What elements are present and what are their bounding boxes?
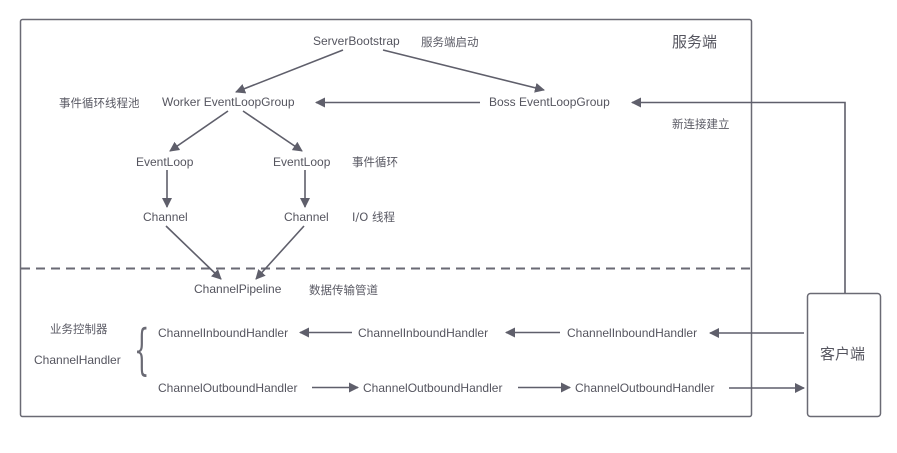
outbound-handler-1: ChannelOutboundHandler: [158, 381, 298, 395]
pipeline-node: ChannelPipeline: [194, 282, 282, 296]
boss-group-node: Boss EventLoopGroup: [489, 95, 610, 109]
boss-group-note: 新连接建立: [672, 117, 730, 131]
arrow-bootstrap-to-worker: [235, 49, 344, 94]
eventloop-node-2: EventLoop: [273, 155, 331, 169]
channel-node-1: Channel: [143, 210, 188, 224]
eventloop-note: 事件循环: [352, 155, 398, 169]
bootstrap-note: 服务端启动: [421, 35, 479, 49]
client-label: 客户端: [820, 345, 866, 363]
channel-note: I/O 线程: [352, 210, 395, 224]
arrow-bootstrap-to-boss: [382, 49, 545, 93]
server-boundary: [19, 18, 753, 418]
arrow-worker-to-eventloop-2: [242, 110, 303, 152]
handler-brace: {: [134, 318, 150, 381]
server-label: 服务端: [672, 33, 718, 51]
inbound-handler-1: ChannelInboundHandler: [158, 326, 289, 340]
pipeline-note: 数据传输管道: [309, 283, 378, 297]
outbound-handler-3: ChannelOutboundHandler: [575, 381, 715, 395]
inbound-handler-3: ChannelInboundHandler: [567, 326, 698, 340]
arrow-worker-to-eventloop-1: [169, 110, 229, 152]
outbound-handler-2: ChannelOutboundHandler: [363, 381, 503, 395]
handler-note: 业务控制器: [50, 322, 108, 336]
arrow-channel-1-to-pipeline: [165, 225, 222, 280]
arrow-channel-2-to-pipeline: [255, 225, 305, 280]
arrow-client-to-boss: [631, 97, 846, 293]
eventloop-node-1: EventLoop: [136, 155, 194, 169]
bootstrap-node: ServerBootstrap: [313, 34, 400, 48]
worker-group-node: Worker EventLoopGroup: [162, 95, 295, 109]
handler-node: ChannelHandler: [34, 353, 121, 367]
worker-group-note: 事件循环线程池: [59, 96, 140, 110]
client-box: [806, 292, 882, 418]
channel-node-2: Channel: [284, 210, 329, 224]
inbound-handler-2: ChannelInboundHandler: [358, 326, 489, 340]
